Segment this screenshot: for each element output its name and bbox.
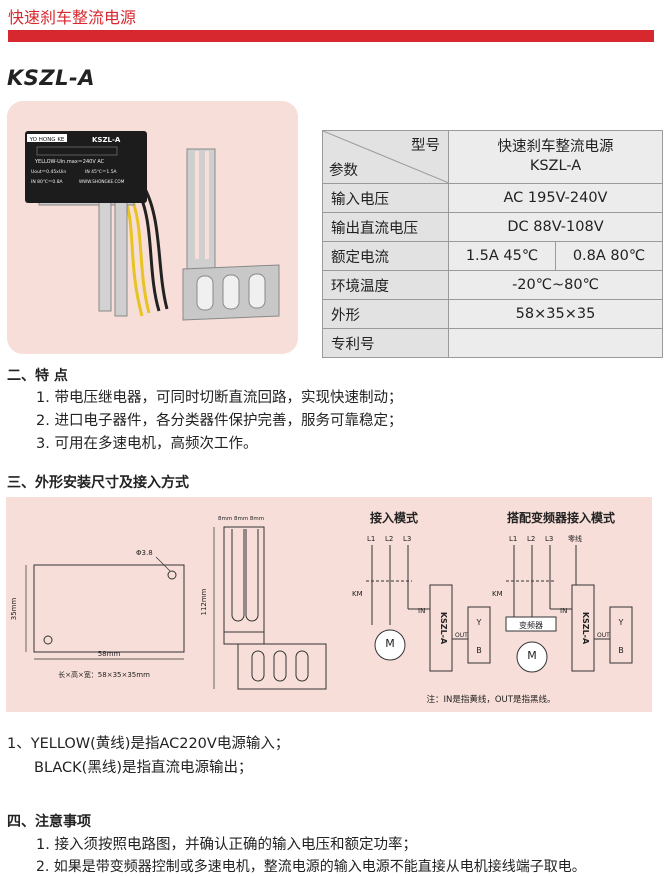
svg-text:零线: 零线 (568, 534, 582, 543)
svg-text:KSZL-A: KSZL-A (92, 136, 121, 144)
spec-row: 输入电压 AC 195V-240V (322, 183, 663, 213)
header-product-name: 快速刹车整流电源 (497, 139, 614, 155)
header-diagonal-cell: 型号 参数 (322, 130, 449, 184)
svg-text:OUT: OUT (597, 632, 610, 639)
wire-note-yellow: 1、YELLOW(黄线)是指AC220V电源输入； (7, 736, 290, 752)
wiring-note: 注：IN是指黄线，OUT是指黑线。 (427, 694, 556, 705)
svg-text:KSZL-A: KSZL-A (439, 612, 448, 645)
header-product-cell: 快速刹车整流电源 KSZL-A (448, 130, 663, 184)
module-outline-drawing: Φ3.8 35mm 58mm 长×高×宽：58×35×35mm (10, 549, 185, 679)
mounting-bracket-right (182, 148, 280, 321)
svg-text:L2: L2 (527, 535, 535, 543)
spec-label: 输出直流电压 (322, 212, 449, 242)
header-product-model: KSZL-A (529, 158, 582, 174)
svg-text:B: B (618, 646, 624, 655)
bracket-height-dim: 112mm (200, 588, 208, 615)
spec-value: DC 88V-108V (448, 212, 663, 242)
bracket-top-dims: 8mm 8mm 8mm (218, 516, 264, 522)
wire-note-black: BLACK(黑线)是指直流电源输出； (34, 760, 253, 776)
title-bar (8, 30, 654, 42)
spec-label: 专利号 (322, 328, 449, 358)
svg-text:KSZL-A: KSZL-A (581, 612, 590, 645)
section-features-title: 二、特 点 (7, 368, 68, 384)
spec-label: 输入电压 (322, 183, 449, 213)
diagram-svg: Φ3.8 35mm 58mm 长×高×宽：58×35×35mm 8mm 8mm … (10, 510, 633, 705)
hole-label: Φ3.8 (136, 549, 153, 557)
product-illustration: YO HONG KE KSZL-A YELLOW-Uin.max＝240V AC… (25, 131, 280, 321)
section-dimensions-title: 三、外形安装尺寸及接入方式 (7, 475, 189, 491)
spec-value: AC 195V-240V (448, 183, 663, 213)
svg-text:IN: IN (418, 607, 425, 615)
svg-text:IN 80℃＝0.8A: IN 80℃＝0.8A (31, 179, 64, 185)
notice-item: 1. 接入须按照电路图，并确认正确的输入电压和额定功率； (36, 837, 417, 853)
spec-label: 额定电流 (322, 241, 449, 271)
dimension-wiring-diagram: Φ3.8 35mm 58mm 长×高×宽：58×35×35mm 8mm 8mm … (6, 497, 652, 712)
svg-text:YO HONG KE: YO HONG KE (29, 137, 65, 143)
svg-text:M: M (527, 649, 537, 662)
page-title: 快速刹车整流电源 (8, 8, 137, 27)
svg-text:Y: Y (618, 618, 624, 627)
height-dim: 35mm (10, 598, 18, 621)
spec-value: -20℃~80℃ (448, 270, 663, 300)
spec-label: 环境温度 (322, 270, 449, 300)
spec-row: 输出直流电压 DC 88V-108V (322, 212, 663, 242)
spec-row: 外形 58×35×35 (322, 299, 663, 329)
bracket-drawing: 8mm 8mm 8mm 112mm (200, 516, 327, 690)
spec-value-80: 0.8A 80℃ (555, 241, 663, 271)
spec-table: 型号 参数 快速刹车整流电源 KSZL-A 输入电压 AC 195V-240V … (322, 130, 663, 358)
spec-label: 外形 (322, 299, 449, 329)
width-dim: 58mm (98, 650, 121, 658)
svg-text:Uout＝0.45xUin: Uout＝0.45xUin (31, 169, 66, 175)
svg-text:KM: KM (352, 590, 363, 598)
spec-header-row: 型号 参数 快速刹车整流电源 KSZL-A (322, 130, 663, 184)
mounting-bracket-left (38, 190, 135, 317)
header-param: 参数 (329, 163, 358, 179)
spec-value: 58×35×35 (448, 299, 663, 329)
section-notes-title: 四、注意事项 (7, 814, 91, 830)
svg-text:IN: IN (560, 607, 567, 615)
spec-row: 额定电流 1.5A 45℃ 0.8A 80℃ (322, 241, 663, 271)
wiring-direct: 接入模式 L1 L2 L3 KM IN KSZL-A OUT Y B M (352, 510, 491, 672)
feature-item: 1. 带电压继电器，可同时切断直流回路，实现快速制动； (36, 390, 403, 406)
svg-text:OUT: OUT (455, 632, 468, 639)
svg-text:L1: L1 (509, 535, 517, 543)
lead-wires (120, 188, 169, 317)
notice-item: 2. 如果是带变频器控制或多速电机，整流电源的输入电源不能直接从电机接线端子取电… (36, 859, 586, 875)
svg-text:Y: Y (476, 618, 482, 627)
diagonal-line (323, 131, 449, 183)
svg-text:YELLOW-Uin.max＝240V AC: YELLOW-Uin.max＝240V AC (34, 159, 105, 165)
svg-text:KM: KM (492, 590, 503, 598)
header-type: 型号 (411, 138, 440, 154)
model-heading: KSZL-A (7, 66, 95, 90)
spec-value-45: 1.5A 45℃ (448, 241, 556, 271)
size-caption: 长×高×宽：58×35×35mm (58, 670, 150, 679)
wiring-direct-title: 接入模式 (370, 510, 418, 525)
svg-text:IN 45℃＝1.5A: IN 45℃＝1.5A (85, 169, 118, 175)
svg-text:L3: L3 (545, 535, 553, 543)
svg-text:WWW.SHONGKE.COM: WWW.SHONGKE.COM (79, 179, 125, 184)
svg-text:L1: L1 (367, 535, 375, 543)
feature-item: 3. 可用在多速电机，高频次工作。 (36, 436, 258, 452)
svg-text:M: M (385, 637, 395, 650)
spec-value (448, 328, 663, 358)
svg-text:L3: L3 (403, 535, 411, 543)
wiring-inverter-title: 搭配变频器接入模式 (507, 510, 615, 525)
wiring-inverter: 搭配变频器接入模式 L1 L2 L3 零线 KM 变频器 IN KSZL-A O… (492, 510, 633, 673)
spec-row: 环境温度 -20℃~80℃ (322, 270, 663, 300)
rectifier-module: YO HONG KE KSZL-A YELLOW-Uin.max＝240V AC… (25, 131, 147, 203)
svg-text:B: B (476, 646, 482, 655)
feature-item: 2. 进口电子器件，各分类器件保护完善，服务可靠稳定； (36, 413, 403, 429)
svg-text:变频器: 变频器 (519, 620, 543, 630)
product-photo: YO HONG KE KSZL-A YELLOW-Uin.max＝240V AC… (7, 101, 298, 354)
spec-row: 专利号 (322, 328, 663, 358)
svg-text:L2: L2 (385, 535, 393, 543)
